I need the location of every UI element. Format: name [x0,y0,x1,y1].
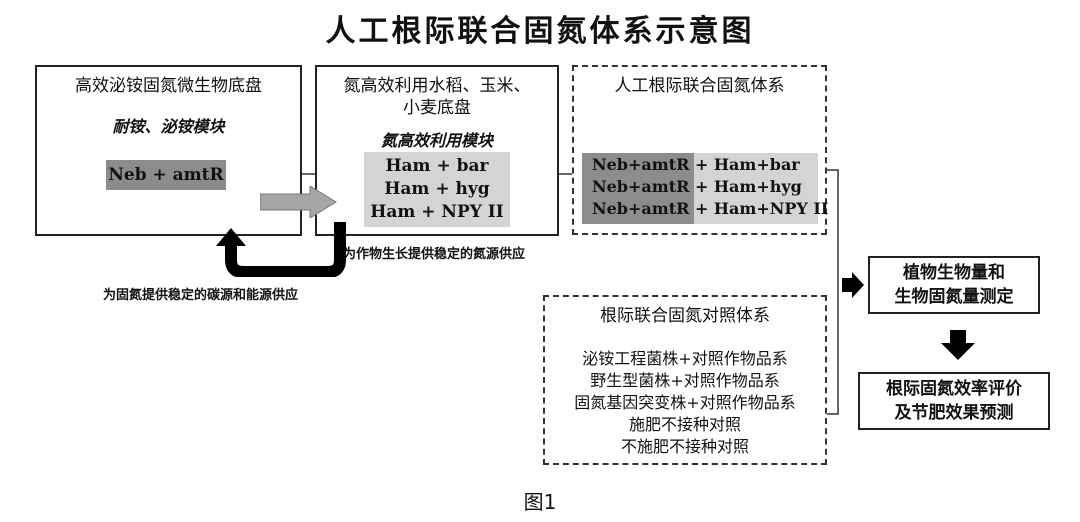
carbon-supply-caption: 为固氮提供稳定的碳源和能源供应 [103,288,299,303]
crop-chassis-title-line2: 小麦底盘 [403,98,471,118]
control-system-box: 根际联合固氮对照体系 泌铵工程菌株+对照作物品系 野生型菌株+对照作物品系 固氮… [543,295,827,465]
artificial-system-title: 人工根际联合固氮体系 [614,76,785,96]
biomass-line2: 生物固氮量测定 [894,287,1014,307]
microbe-chassis-box: 高效泌铵固氮微生物底盘 耐铵、泌铵模块 Neb + amtR [35,65,302,236]
efficiency-evaluation-box: 根际固氮效率评价 及节肥效果预测 [858,372,1050,430]
efficiency-line1: 根际固氮效率评价 [886,379,1022,399]
crop-gene-row: Ham + NPY II [370,202,504,222]
crop-chassis-box: 氮高效利用水稻、玉米、 小麦底盘 氮高效利用模块 Ham + bar Ham +… [315,65,559,236]
microbe-chassis-title: 高效泌铵固氮微生物底盘 [75,76,262,96]
crop-gene-row: Ham + bar [385,156,489,176]
efficiency-line2: 及节肥效果预测 [894,403,1014,423]
biomass-measurement-box: 植物生物量和 生物固氮量测定 [868,256,1040,314]
control-item: 野生型菌株+对照作物品系 [590,371,780,390]
combo-row: Neb+amtR + Ham+hyg [592,177,802,196]
control-system-title: 根际联合固氮对照体系 [600,306,770,326]
figure-caption: 图1 [523,490,557,514]
control-item: 不施肥不接种对照 [620,437,749,456]
microbe-gene-chip: Neb + amtR [106,160,226,190]
combo-chip-light [694,153,818,224]
combo-row: Neb+amtR + Ham+NPY II [592,199,829,218]
control-item: 泌铵工程菌株+对照作物品系 [582,349,788,368]
artificial-system-box: 人工根际联合固氮体系 Neb+amtR + Ham+bar Neb+amtR +… [572,65,829,235]
combo-chip-dark [582,153,694,224]
biomass-line1: 植物生物量和 [903,263,1005,283]
nitrogen-module-label: 氮高效利用模块 [380,131,493,150]
crop-chassis-title-line1: 氮高效利用水稻、玉米、 [343,76,531,96]
ammonium-module-label: 耐铵、泌铵模块 [112,117,225,136]
gray-right-arrow-icon [260,186,337,218]
control-item: 固氮基因突变株+对照作物品系 [574,393,796,412]
black-return-arrow-icon [216,222,346,277]
crop-gene-row: Ham + hyg [384,179,490,199]
page-title: 人工根际联合固氮体系示意图 [325,14,755,49]
control-item: 施肥不接种对照 [628,415,741,434]
nitrogen-supply-caption: 为作物生长提供稳定的氮源供应 [343,247,526,262]
crop-gene-chip: Ham + bar Ham + hyg Ham + NPY II [364,152,510,227]
combo-row: Neb+amtR + Ham+bar [592,155,800,174]
black-right-arrow-icon [842,272,864,298]
black-down-arrow-icon [941,330,975,360]
